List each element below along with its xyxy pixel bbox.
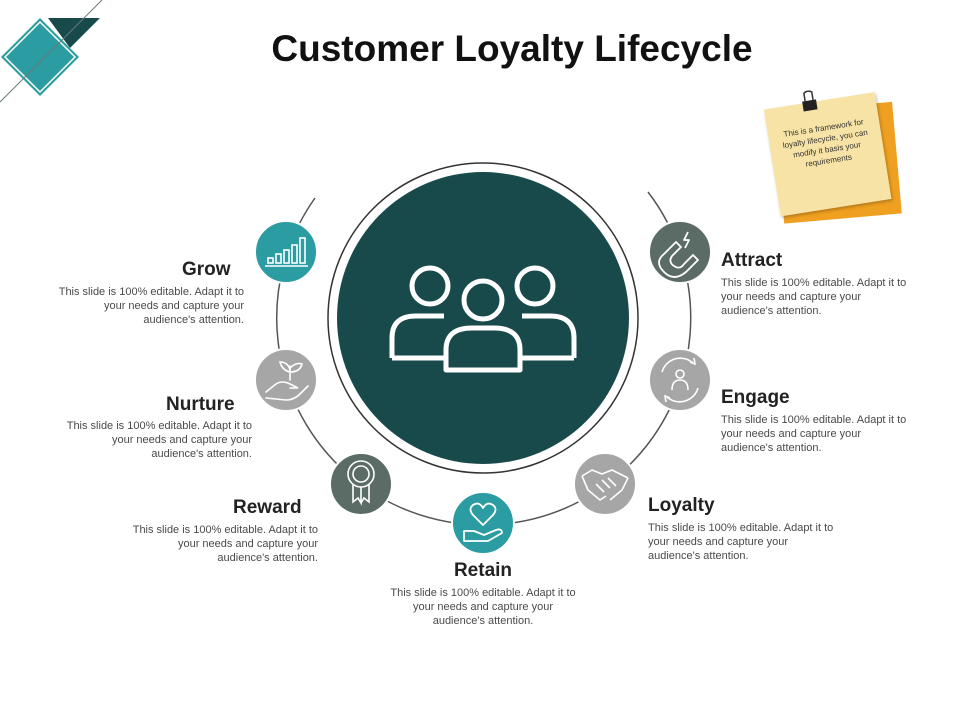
binder-clip-icon [802, 90, 818, 112]
person-cycle-icon [661, 357, 699, 403]
step-desc-engage: This slide is 100% editable. Adapt it to… [721, 414, 907, 454]
sticky-note: This is a framework for loyalty lifecycl… [763, 90, 902, 224]
hand-holding-heart-icon [463, 502, 503, 542]
sticky-note-paper: This is a framework for loyalty lifecycl… [763, 92, 892, 217]
step-title-loyalty: Loyalty [648, 495, 715, 516]
step-title-retain: Retain [453, 560, 513, 581]
step-desc-grow: This slide is 100% editable. Adapt it to… [58, 286, 244, 326]
page-title: Customer Loyalty Lifecycle [271, 28, 753, 69]
retain-node [451, 491, 515, 555]
grow-node [254, 220, 318, 284]
step-desc-retain: This slide is 100% editable. Adapt it to… [390, 587, 576, 627]
award-badge-icon [347, 460, 375, 506]
step-desc-nurture: This slide is 100% editable. Adapt it to… [66, 420, 252, 460]
engage-node [648, 348, 712, 412]
step-desc-loyalty: This slide is 100% editable. Adapt it to… [648, 522, 834, 562]
nurture-node [254, 348, 318, 412]
step-title-engage: Engage [721, 387, 790, 408]
reward-node [329, 452, 393, 516]
step-title-attract: Attract [721, 250, 783, 271]
step-desc-attract: This slide is 100% editable. Adapt it to… [721, 277, 907, 317]
handshake-icon [581, 469, 629, 501]
step-desc-reward: This slide is 100% editable. Adapt it to… [132, 524, 318, 564]
step-title-reward: Reward [233, 497, 302, 518]
loyalty-node [573, 452, 637, 516]
corner-decoration [0, 0, 103, 103]
group-of-people-icon [389, 265, 577, 373]
sticky-note-text: This is a framework for loyalty lifecycl… [782, 117, 869, 169]
magnet-icon [658, 231, 699, 278]
step-title-nurture: Nurture [166, 394, 235, 415]
step-title-grow: Grow [182, 259, 231, 280]
attract-node [648, 220, 712, 284]
bar-chart-icon [265, 237, 308, 267]
hand-with-plant-icon [265, 361, 309, 401]
